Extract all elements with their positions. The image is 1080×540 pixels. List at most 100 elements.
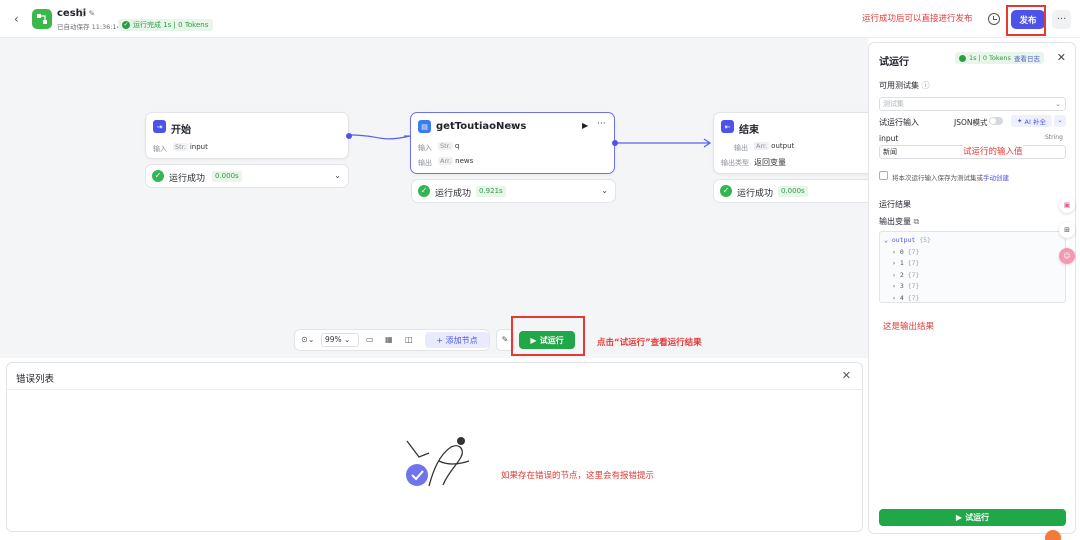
json-mode-toggle[interactable]	[989, 117, 1003, 125]
item-key: 0	[899, 247, 904, 256]
assistant-bubble-icon[interactable]	[1045, 530, 1061, 540]
gift-icon[interactable]: ▣	[1059, 197, 1075, 213]
plugin-output-port[interactable]	[612, 140, 618, 146]
minimap-icon[interactable]: ◫	[405, 335, 413, 344]
plugin-run-status[interactable]: ✓ 运行成功 0.921s ⌄	[411, 179, 616, 203]
side-panel-title: 试运行	[879, 57, 909, 68]
divider	[7, 389, 862, 390]
json-mode-label: JSON模式	[954, 118, 988, 127]
check-circle-icon: ✓	[122, 21, 130, 29]
side-test-run-button[interactable]: ▶ 试运行	[879, 509, 1066, 526]
canvas-toolbar: ⊙⌄ 99% ⌄ ▭ ▦ ◫ + 添加节点	[294, 329, 490, 351]
output-item[interactable]: › 2 {7}	[892, 270, 920, 279]
chevron-down-icon[interactable]: ⌄	[334, 171, 341, 180]
debug-icon[interactable]: ✎	[496, 329, 514, 351]
end-node[interactable]: ⇤ 结束 输出 Arr. output 输出类型 返回变量	[713, 112, 873, 174]
item-type: {7}	[907, 247, 920, 256]
status-label: 运行成功	[169, 174, 206, 184]
output-annotation: 这是输出结果	[883, 322, 935, 332]
status-time: 0.000s	[778, 186, 808, 197]
output-item[interactable]: › 4 {7}	[892, 293, 920, 302]
info-edit-icons[interactable]: ⓘ ✎	[78, 9, 96, 18]
item-key: 4	[899, 293, 904, 302]
item-type: {7}	[907, 259, 920, 267]
output-json-viewer[interactable]: ⌄ output {5} › 0 {7} › 1 {7} › 2 {7} › 3…	[879, 231, 1066, 303]
end-kind-value: 返回变量	[754, 158, 786, 167]
comment-icon[interactable]: ▭	[366, 335, 374, 344]
output-item[interactable]: › 3 {7}	[892, 282, 920, 290]
output-var-text: 输出变量	[879, 217, 911, 226]
success-icon: ✓	[152, 170, 164, 182]
copy-icon[interactable]: ⧉	[913, 217, 920, 226]
type-tag: Str.	[173, 143, 188, 151]
chevron-down-icon: ⌄	[1055, 100, 1061, 108]
testset-placeholder: 测试集	[883, 100, 904, 108]
close-icon[interactable]: ✕	[1056, 51, 1066, 64]
info-icon: ⓘ	[921, 81, 930, 90]
run-status-text: 运行完成 1s | 0 Tokens	[133, 21, 209, 29]
output-item[interactable]: › 0 {7}	[892, 247, 920, 256]
ai-fill-chevron-icon[interactable]: ⌄	[1054, 115, 1066, 127]
workflow-canvas[interactable]: ⇥ 开始 输入 Str. input ✓ 运行成功 0.000s ⌄ ▤ get…	[0, 38, 873, 358]
badge-text: 1s | 0 Tokens	[969, 54, 1011, 62]
start-output-port[interactable]	[346, 133, 352, 139]
item-type: {7}	[907, 270, 920, 279]
success-icon: ✓	[720, 185, 732, 197]
play-icon: ▶	[955, 513, 963, 522]
save-testset-checkbox[interactable]	[879, 171, 888, 180]
result-label: 运行结果	[879, 200, 911, 209]
manual-create-link[interactable]: 手动创建	[983, 174, 1009, 182]
side-run-badge[interactable]: 1s | 0 Tokens 查看日志	[955, 52, 1044, 64]
var-name: output	[771, 142, 795, 150]
input-field-type: String	[1045, 134, 1063, 141]
node-more-icon[interactable]: ···	[597, 119, 606, 129]
more-options-icon[interactable]: ···	[1052, 10, 1071, 29]
start-input-chip: Str. input	[173, 143, 208, 151]
start-node[interactable]: ⇥ 开始 输入 Str. input	[145, 112, 349, 159]
publish-button[interactable]: 发布	[1011, 10, 1045, 29]
test-run-button[interactable]: ▶ 试运行	[519, 331, 575, 349]
end-run-status[interactable]: ✓ 运行成功 0.000s	[713, 179, 873, 203]
history-icon[interactable]	[988, 13, 1000, 25]
add-node-button[interactable]: + 添加节点	[425, 332, 489, 348]
plugin-doc-icon[interactable]: ⊡	[509, 122, 515, 130]
play-icon[interactable]: ▶	[582, 121, 589, 130]
run-annotation: 点击“试运行”查看运行结果	[597, 338, 702, 348]
input-annotation: 试运行的输入值	[963, 145, 1023, 157]
item-key: 3	[899, 282, 904, 290]
plugin-node-title: getToutiaoNews	[436, 121, 527, 132]
ai-fill-label: AI 补全	[1024, 118, 1046, 126]
status-time: 0.000s	[212, 171, 242, 182]
workflow-logo-icon	[32, 9, 52, 29]
edge-start-plugin	[350, 134, 411, 140]
var-name: news	[455, 157, 474, 165]
news-plugin-icon: ▤	[418, 120, 431, 133]
end-kind-label: 输出类型	[721, 159, 749, 167]
output-item[interactable]: › 1 {7}	[892, 259, 920, 267]
chevron-down-icon[interactable]: ⌄	[601, 186, 608, 195]
connection-lines	[350, 134, 712, 148]
start-input-label: 输入	[153, 145, 167, 153]
error-annotation: 如果存在错误的节点，这里会有报错提示	[501, 471, 655, 481]
output-root[interactable]: ⌄ output {5}	[884, 236, 931, 244]
close-icon[interactable]: ✕	[841, 369, 851, 382]
test-run-panel: 试运行 1s | 0 Tokens 查看日志 ✕ 可用测试集 ⓘ 测试集 ⌄ 试…	[868, 42, 1076, 534]
apps-icon[interactable]: ⊞	[1059, 222, 1075, 238]
item-type: {7}	[907, 293, 920, 302]
testset-select[interactable]: 测试集 ⌄	[879, 97, 1066, 111]
item-type: {7}	[907, 282, 920, 290]
start-run-status[interactable]: ✓ 运行成功 0.000s ⌄	[145, 164, 349, 188]
assistant-avatar-icon[interactable]: ☺	[1059, 248, 1075, 264]
back-arrow-icon[interactable]: ‹	[14, 12, 19, 26]
zoom-select[interactable]: 99% ⌄	[321, 333, 359, 347]
ai-fill-button[interactable]: ✦ AI 补全	[1011, 115, 1052, 127]
mouse-mode-icon[interactable]: ⊙⌄	[301, 335, 315, 344]
error-list-title: 错误列表	[16, 374, 55, 385]
top-header: ‹ ceshi ⓘ ✎ 已自动保存 11:36:14 ✓ 运行完成 1s | 0…	[0, 0, 1080, 38]
view-log-link[interactable]: 查看日志	[1013, 55, 1040, 63]
plugin-output-label: 输出	[418, 159, 432, 167]
grid-icon[interactable]: ▦	[385, 335, 393, 344]
run-input-label: 试运行输入	[879, 118, 919, 127]
plugin-node[interactable]: ▤ getToutiaoNews ⊡ ▶ ··· 输入 Str. q 输出 Ar…	[410, 112, 615, 174]
check-circle-icon	[959, 54, 966, 62]
